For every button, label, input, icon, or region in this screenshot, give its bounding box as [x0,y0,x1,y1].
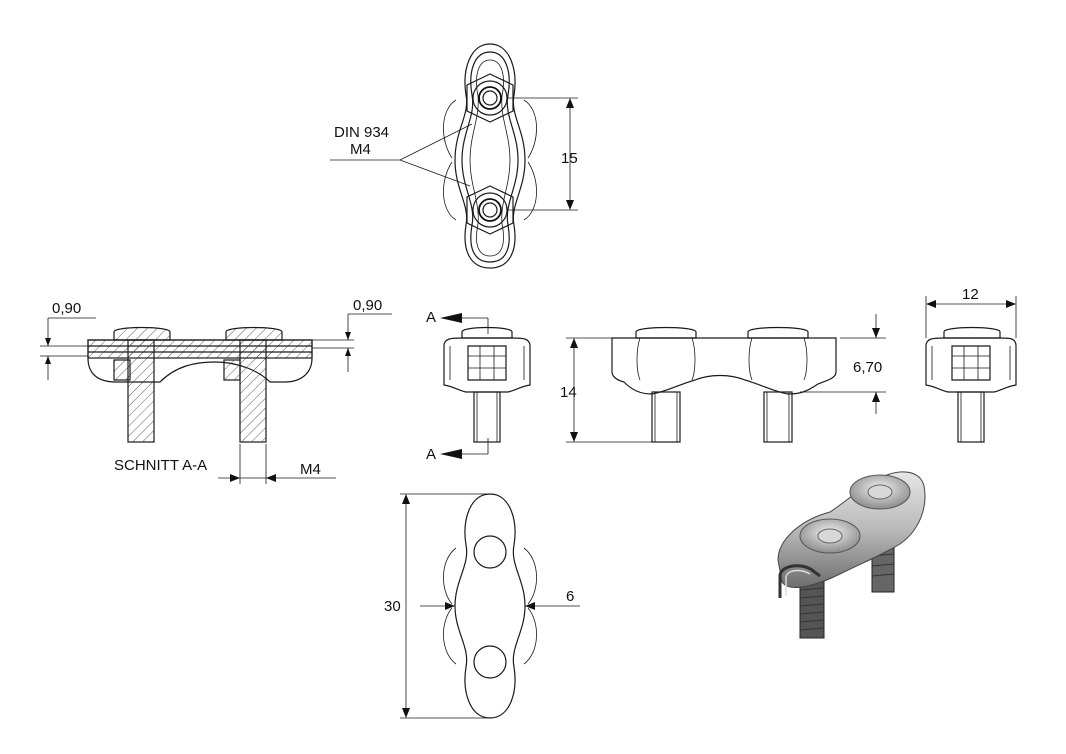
bottom-view [400,493,580,719]
plate-height-dimension: 6,70 [853,359,882,376]
width-dimension: 12 [962,286,979,303]
thread-label-bottom: M4 [300,461,321,478]
waist-dimension: 6 [566,588,574,605]
right-side-view [925,296,1017,443]
right-offset-dimension: 0,90 [353,297,382,314]
top-view [330,43,578,269]
left-offset-dimension: 0,90 [52,300,81,317]
thread-label-top: M4 [350,141,371,158]
din-label: DIN 934 [334,124,389,141]
isometric-render [777,471,926,639]
section-caption: SCHNITT A-A [114,457,207,474]
section-marker-bottom: A [426,446,436,463]
height-dimension: 14 [560,384,577,401]
section-marker-top: A [426,309,436,326]
side-view [440,313,531,459]
length-dimension: 30 [384,598,401,615]
front-view [566,314,886,443]
pitch-dimension: 15 [561,150,578,167]
section-view [40,313,392,484]
